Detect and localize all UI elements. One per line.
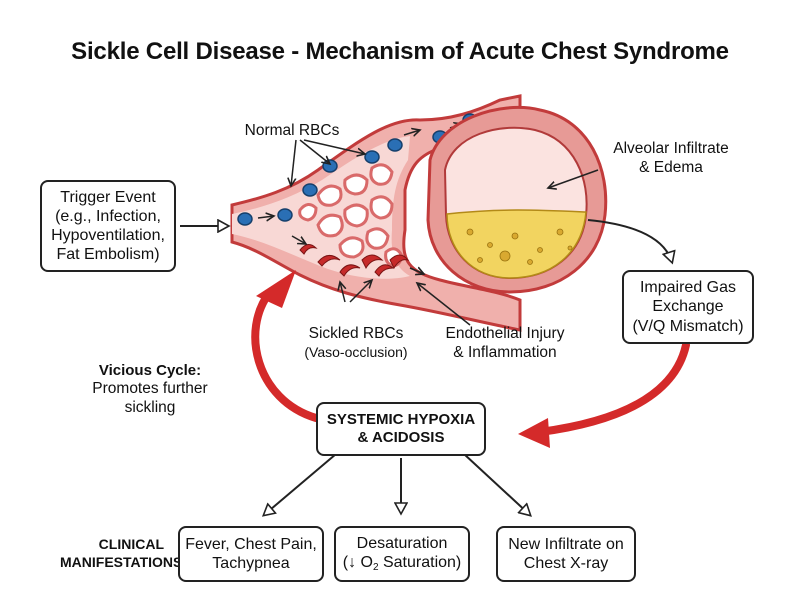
page-title: Sickle Cell Disease - Mechanism of Acute…: [71, 38, 729, 65]
vicious-line: Promotes further: [92, 380, 208, 397]
systemic-hypoxia-box: SYSTEMIC HYPOXIA & ACIDOSIS: [316, 402, 486, 456]
trigger-line: Hypoventilation,: [51, 227, 165, 244]
hypoxia-line: & ACIDOSIS: [357, 429, 445, 446]
alveolus: [426, 105, 608, 294]
desaturation-detail: (↓ O2 Saturation): [343, 553, 462, 574]
hypoxia-line: SYSTEMIC HYPOXIA: [326, 411, 476, 428]
label-pointers: [291, 139, 599, 326]
fever-line: Fever, Chest Pain,: [185, 535, 317, 553]
gas-exchange-arrow: [587, 219, 672, 262]
sickled-label-sub: (Vaso-occlusion): [304, 343, 408, 360]
vicious-cycle-arrow: [251, 270, 320, 422]
desat-prefix: (↓ O: [342, 554, 373, 572]
clinical-title-line: MANIFESTATIONS: [60, 554, 183, 571]
alveolar-label-line: Alveolar Infiltrate: [613, 140, 729, 157]
impaired-line: Impaired Gas: [639, 279, 737, 297]
normal-rbcs-label: Normal RBCs: [244, 122, 340, 139]
sickled-rbcs-label: Sickled RBCs (Vaso-occlusion): [296, 325, 416, 360]
trigger-event-box: Trigger Event (e.g., Infection, Hypovent…: [40, 180, 176, 272]
desaturation-line: Desaturation: [356, 534, 448, 552]
clinical-title-line: CLINICAL: [98, 536, 164, 552]
endothelial-label: Endothelial Injury & Inflammation: [420, 325, 590, 362]
endothelial-line: & Inflammation: [453, 343, 557, 361]
desaturation-box: Desaturation (↓ O2 Saturation): [334, 526, 470, 582]
trigger-line: (e.g., Infection,: [55, 207, 161, 225]
hypoxia-feedback-arrow: [518, 341, 690, 448]
alveolar-label: Alveolar Infiltrate & Edema: [596, 140, 746, 177]
fever-line: Tachypnea: [212, 555, 290, 572]
new-infiltrate-box: New Infiltrate on Chest X-ray: [496, 526, 636, 582]
vicious-heading: Vicious Cycle:: [98, 362, 202, 379]
desat-suffix: Saturation): [378, 554, 462, 572]
fever-chest-pain-box: Fever, Chest Pain, Tachypnea: [178, 526, 324, 582]
impaired-gas-exchange-box: Impaired Gas Exchange (V/Q Mismatch): [622, 270, 754, 344]
sickled-label-text: Sickled RBCs: [308, 325, 404, 342]
manifestation-arrows: [264, 453, 530, 515]
impaired-line: Exchange: [652, 298, 724, 316]
vicious-cycle-label: Vicious Cycle: Promotes further sickling: [76, 362, 224, 417]
normal-rbcs: [237, 113, 478, 226]
alveolar-label-line: & Edema: [639, 158, 703, 176]
vicious-line: sickling: [124, 398, 176, 416]
endothelial-line: Endothelial Injury: [445, 325, 565, 342]
trigger-line: Trigger Event: [60, 188, 156, 206]
trigger-line: Fat Embolism): [56, 246, 160, 264]
sickled-rbcs: [299, 244, 410, 277]
clinical-manifestations-title: CLINICAL MANIFESTATIONS: [60, 535, 183, 571]
impaired-line: (V/Q Mismatch): [632, 317, 744, 335]
desat-subscript: 2: [372, 562, 379, 574]
infiltrate-line: Chest X-ray: [523, 555, 609, 572]
infiltrate-line: New Infiltrate on: [508, 535, 624, 553]
